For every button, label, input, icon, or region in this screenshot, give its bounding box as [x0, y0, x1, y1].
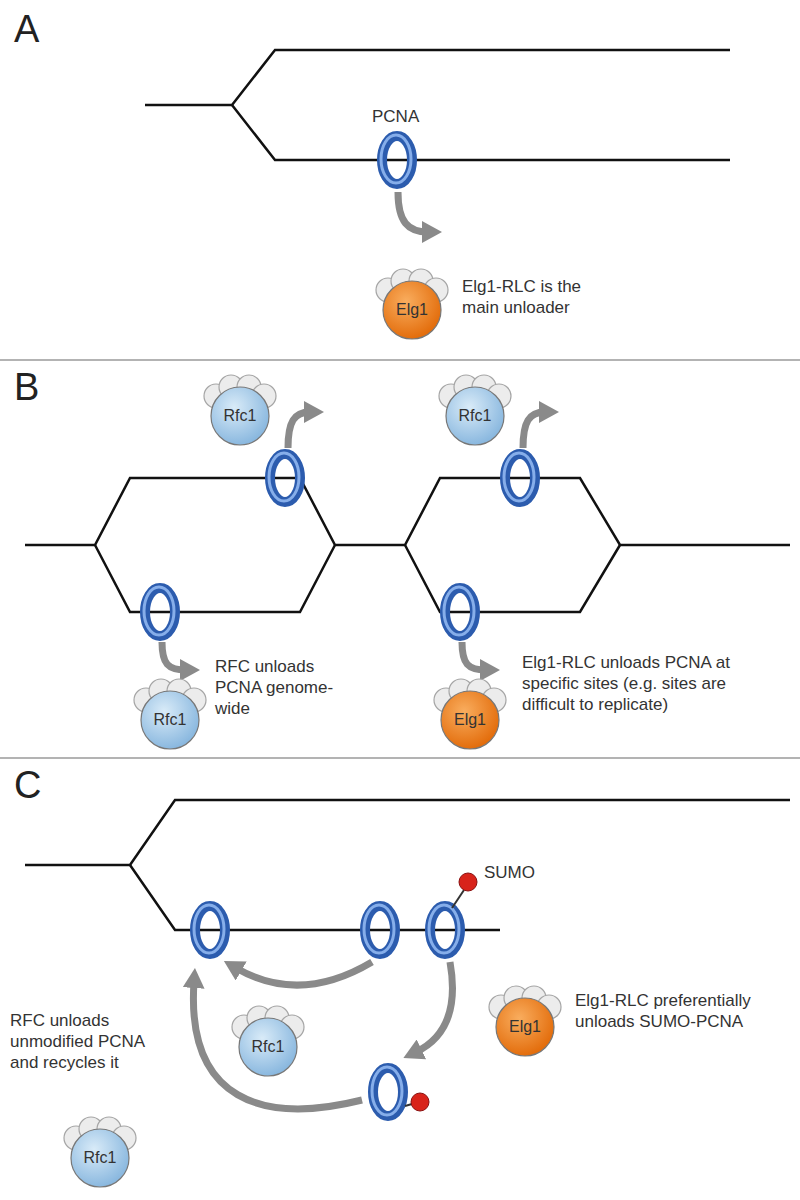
pcna-ring: [429, 905, 460, 954]
protein-complex: Elg1: [485, 985, 565, 1057]
replication-bubbles: [25, 478, 790, 612]
panel-divider: [0, 757, 800, 759]
complex-name: Elg1: [454, 711, 486, 729]
panel-letter: A: [14, 8, 54, 50]
annotation: Elg1-RLC preferentially unloads SUMO-PCN…: [575, 990, 775, 1032]
pcna-ring: [372, 1067, 403, 1116]
panel-letter: B: [14, 366, 54, 408]
protein-complex: Rfc1: [130, 678, 210, 750]
pcna-ring: [144, 587, 175, 636]
pcna-ring: [381, 135, 412, 184]
panel-divider: [0, 359, 800, 361]
complex-name: Rfc1: [252, 1038, 285, 1056]
complex-name: Rfc1: [459, 407, 492, 425]
pcna-ring: [444, 587, 475, 636]
complex-label-holder: Rfc1: [70, 1128, 130, 1188]
protein-label: PCNA: [372, 106, 432, 127]
complex-label-holder: Rfc1: [445, 386, 505, 446]
protein-complex: Rfc1: [435, 374, 515, 446]
complex-label-holder: Elg1: [495, 997, 555, 1057]
complex-label-holder: Rfc1: [238, 1017, 298, 1077]
protein-complex: Rfc1: [60, 1116, 140, 1188]
pcna-ring: [364, 905, 395, 954]
panel-letter: C: [14, 764, 54, 806]
protein-complex: Elg1: [430, 678, 510, 750]
annotation: Elg1-RLC unloads PCNA at specific sites …: [522, 652, 772, 715]
pcna-ring: [504, 453, 535, 502]
recycle-arrows: [193, 962, 452, 1109]
protein-complex: Elg1: [372, 268, 452, 340]
unload-arrow: [398, 192, 428, 232]
annotation: RFC unloads unmodified PCNA and recycles…: [10, 1010, 150, 1073]
replication-fork: [25, 800, 790, 930]
sumo-ball: [459, 873, 477, 891]
complex-name: Rfc1: [224, 407, 257, 425]
complex-name: Rfc1: [84, 1149, 117, 1167]
complex-label-holder: Rfc1: [210, 386, 270, 446]
unload-arrows: [162, 412, 545, 670]
sumo-ball: [411, 1093, 429, 1111]
protein-complex: Rfc1: [228, 1005, 308, 1077]
replication-fork: [145, 50, 730, 160]
modification-label: SUMO: [484, 862, 554, 883]
complex-name: Rfc1: [154, 711, 187, 729]
complex-name: Elg1: [396, 301, 428, 319]
complex-label-holder: Rfc1: [140, 690, 200, 750]
pcna-ring: [194, 905, 225, 954]
annotation: Elg1-RLC is the main unloader: [462, 276, 612, 318]
annotation: RFC unloads PCNA genome-wide: [215, 656, 345, 719]
protein-complex: Rfc1: [200, 374, 280, 446]
sumo-link: [452, 890, 464, 908]
complex-name: Elg1: [509, 1018, 541, 1036]
pcna-ring: [269, 453, 300, 502]
complex-label-holder: Elg1: [440, 690, 500, 750]
complex-label-holder: Elg1: [382, 280, 442, 340]
